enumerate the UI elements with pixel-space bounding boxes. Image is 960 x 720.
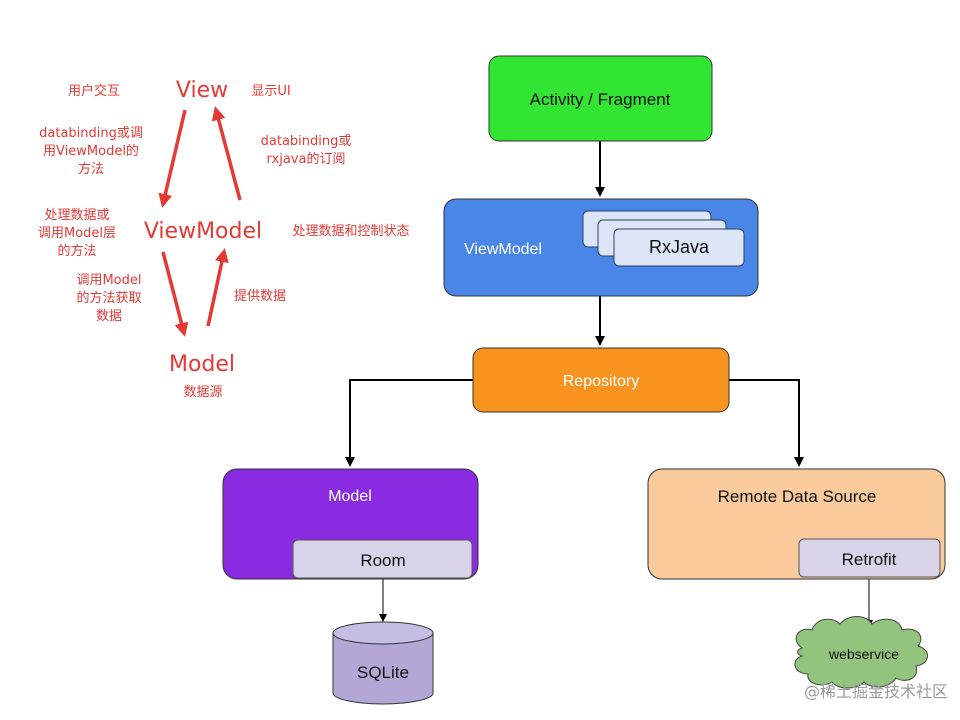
arrow-repository-to-remote [729,379,804,467]
label-user-interaction: 用户交互 [68,83,120,99]
label-get-data-2: 的方法获取 [76,290,141,306]
label-data-source: 数据源 [183,385,222,400]
label-show-ui: 显示UI [251,84,290,99]
retrofit-label: Retrofit [842,550,897,569]
android-architecture: Activity / Fragment ViewModel RxJava Rep… [222,55,946,705]
label-get-data-1: 调用Model [76,273,141,288]
remote-data-source-label: Remote Data Source [718,487,877,506]
label-call-vm-2: 用ViewModel的 [43,143,139,159]
activity-fragment-label: Activity / Fragment [530,90,671,109]
left-view-label: View [176,78,228,103]
repository-label: Repository [563,373,639,390]
watermark: @稀土掘金技术社区 [804,682,948,701]
mvvm-loop: View ViewModel Model 用户交互 显示UI databindi… [38,78,410,400]
arrow-view-to-viewmodel [158,109,187,208]
label-call-vm-3: 方法 [78,161,104,177]
webservice-label: webservice [828,646,899,662]
label-process-3: 的方法 [57,243,96,259]
sqlite-label: SQLite [357,663,409,682]
repository-box [472,347,730,413]
label-vm-state: 处理数据和控制状态 [292,224,409,239]
arrow-viewmodel-to-view [211,106,242,201]
rxjava-box [613,228,745,267]
label-process-1: 处理数据或 [44,208,109,223]
label-provide-data: 提供数据 [234,288,286,304]
label-call-vm-1: databinding或调 [39,126,143,141]
label-process-2: 调用Model层 [38,226,116,241]
retrofit-box [798,538,941,578]
sqlite-database: SQLite [332,621,434,705]
model-label: Model [328,488,372,505]
room-label: Room [360,551,405,570]
viewmodel-label: ViewModel [464,241,542,258]
arrow-viewmodel-to-model [161,251,189,337]
label-get-data-3: 数据 [96,309,122,324]
webservice-cloud: webservice [794,616,928,689]
label-subscribe-2: rxjava的订阅 [267,151,346,167]
label-subscribe-1: databinding或 [261,134,352,149]
room-box [292,539,473,579]
arrow-model-to-viewmodel [206,248,229,327]
arrow-repository-to-model [345,379,473,467]
activity-fragment-box [488,55,713,142]
left-viewmodel-label: ViewModel [144,219,262,244]
left-model-label: Model [169,352,235,377]
rxjava-label: RxJava [649,237,710,257]
